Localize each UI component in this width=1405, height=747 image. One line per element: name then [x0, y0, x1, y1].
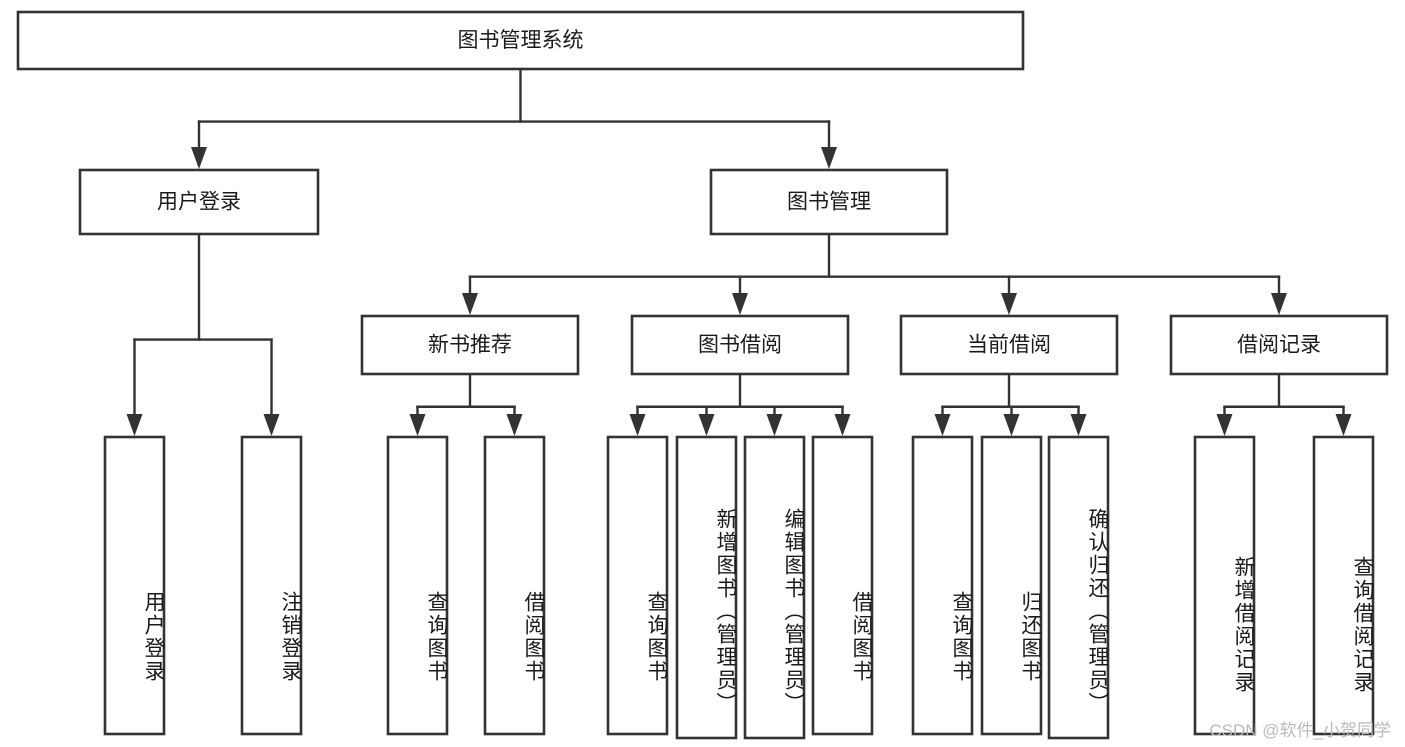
node-box-leaf-borrow-edit[interactable]: [743, 435, 806, 740]
node-box-leaf-borrow-add[interactable]: [675, 435, 738, 740]
arrow-head-icon: [1001, 293, 1017, 315]
arrow-head-icon: [732, 293, 748, 315]
node-label-bookmgmt: 图书管理: [787, 191, 871, 214]
arrow-head-icon: [1271, 293, 1287, 315]
arrow-head-icon: [629, 414, 646, 436]
arrow-head-icon: [821, 147, 837, 169]
arrow-head-icon: [934, 414, 951, 436]
arrow-head-icon: [766, 414, 783, 436]
arrow-head-icon: [263, 414, 280, 436]
node-label-leaf-borrow-add: 新增图书（管理员）: [714, 507, 737, 715]
node-box-current[interactable]: [899, 314, 1119, 376]
node-box-leaf-current-return[interactable]: [980, 435, 1043, 736]
node-label-leaf-current-confirm: 确认归还（管理员）: [1086, 507, 1109, 715]
node-label-current: 当前借阅: [967, 334, 1051, 357]
node-label-leaf-current-return: 归还图书: [1019, 590, 1042, 683]
node-box-leaf-logout[interactable]: [240, 435, 303, 736]
node-label-newbook: 新书推荐: [428, 334, 512, 357]
node-label-records: 借阅记录: [1237, 334, 1321, 357]
node-box-newbook[interactable]: [360, 314, 580, 376]
arrow-head-icon: [191, 147, 207, 169]
node-label-leaf-logout: 注销登录: [279, 590, 302, 683]
node-label-leaf-borrow-query: 查询图书: [645, 590, 668, 683]
node-box-leaf-borrow-query[interactable]: [606, 435, 669, 736]
node-box-records[interactable]: [1169, 314, 1389, 376]
arrow-head-icon: [409, 414, 426, 436]
node-box-bookmgmt[interactable]: [709, 168, 949, 236]
node-box-leaf-newbook-query[interactable]: [386, 435, 449, 736]
node-box-leaf-borrow-lend[interactable]: [811, 435, 874, 736]
node-label-leaf-newbook-query: 查询图书: [425, 590, 448, 683]
node-box-root[interactable]: [16, 10, 1025, 71]
node-box-login[interactable]: [78, 168, 320, 236]
arrow-head-icon: [834, 414, 851, 436]
arrow-head-icon: [1335, 414, 1352, 436]
arrow-head-icon: [1216, 414, 1233, 436]
node-label-root: 图书管理系统: [458, 29, 584, 52]
node-label-leaf-records-add: 新增借阅记录: [1232, 556, 1255, 695]
node-label-leaf-borrow-lend: 借阅图书: [850, 590, 873, 683]
arrow-head-icon: [698, 414, 715, 436]
node-box-leaf-records-query[interactable]: [1312, 435, 1375, 736]
watermark-text: CSDN @软件_小贺同学: [1209, 721, 1391, 740]
connectors-layer: [126, 67, 1352, 436]
arrow-head-icon: [1003, 414, 1020, 436]
node-box-borrow[interactable]: [630, 314, 850, 376]
arrow-head-icon: [506, 414, 523, 436]
node-label-leaf-records-query: 查询借阅记录: [1351, 556, 1374, 695]
node-box-leaf-current-confirm[interactable]: [1047, 435, 1110, 740]
arrow-head-icon: [126, 414, 143, 436]
node-label-borrow: 图书借阅: [698, 334, 782, 357]
arrow-head-icon: [462, 293, 478, 315]
boxes-layer: [16, 10, 1389, 740]
node-box-leaf-current-query[interactable]: [911, 435, 974, 736]
node-label-leaf-newbook-borrow: 借阅图书: [522, 590, 545, 683]
node-box-leaf-user-login[interactable]: [103, 435, 166, 736]
node-box-leaf-newbook-borrow[interactable]: [483, 435, 546, 736]
node-label-leaf-borrow-edit: 编辑图书（管理员）: [782, 507, 805, 715]
node-label-login: 用户登录: [157, 191, 241, 214]
node-label-leaf-current-query: 查询图书: [950, 590, 973, 683]
arrow-head-icon: [1070, 414, 1087, 436]
node-box-leaf-records-add[interactable]: [1193, 435, 1256, 736]
node-label-leaf-user-login: 用户登录: [142, 590, 165, 683]
